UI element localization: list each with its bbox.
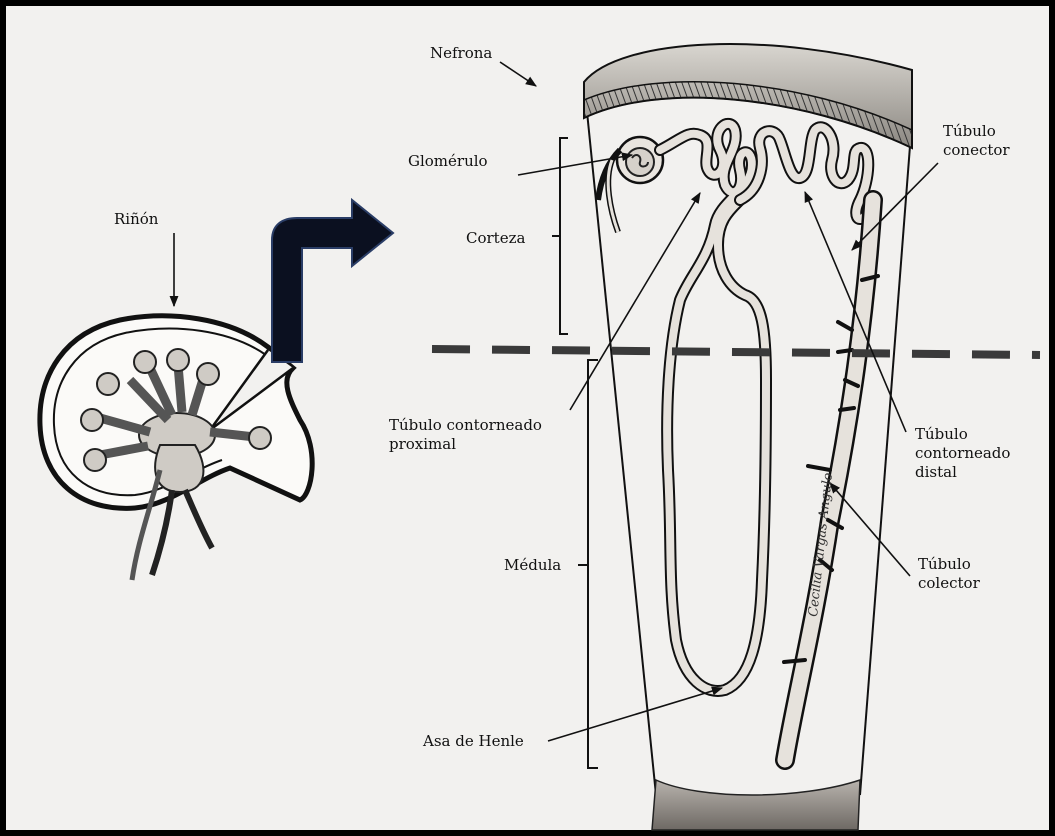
papilla-base (652, 780, 860, 830)
label-nefrona: Nefrona (430, 44, 492, 63)
label-rinon: Riñón (114, 210, 158, 229)
glomerulus (598, 137, 663, 232)
label-corteza: Corteza (466, 229, 525, 248)
label-asa-henle: Asa de Henle (423, 732, 524, 751)
zoom-arrow (272, 200, 393, 362)
cortex-medulla-border (432, 349, 1040, 355)
medulla-bracket (578, 360, 598, 768)
label-medula: Médula (504, 556, 561, 575)
nephron-section (584, 44, 912, 830)
label-glomerulo: Glomérulo (408, 152, 488, 171)
